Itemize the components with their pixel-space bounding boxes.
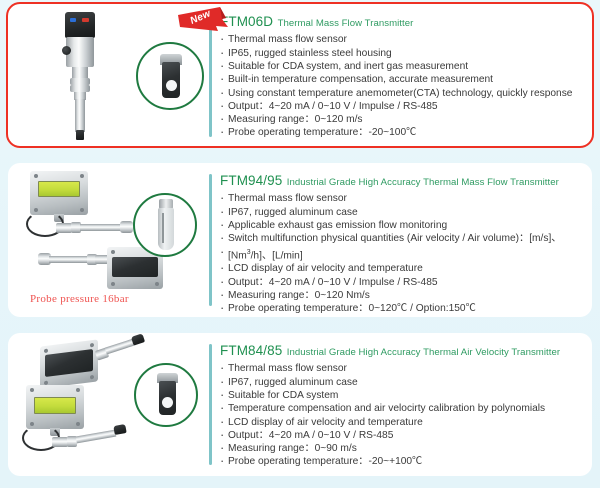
probe-shaft-upper (80, 224, 122, 231)
list-item: Using constant temperature anemometer(CT… (220, 86, 586, 100)
list-item: Probe operating temperature：-20~100℃ (220, 125, 586, 139)
list-item: IP67, rugged aluminum case (220, 205, 586, 219)
transmitter-enclosure-lower3 (26, 385, 84, 436)
product-image-ftm8485 (8, 333, 204, 476)
probe-shaft-upper3 (104, 338, 136, 355)
list-item: Probe operating temperature：0~120℃ / Opt… (220, 301, 586, 315)
product-heading: FTM84/85 Industrial Grade High Accuracy … (220, 342, 586, 360)
list-item: Probe operating temperature：-20~+100℃ (220, 454, 586, 468)
list-item: Measuring range：0~90 m/s (220, 441, 586, 455)
feature-list: Thermal mass flow sensor IP65, rugged st… (208, 32, 586, 139)
sensor-aperture-3 (162, 397, 173, 408)
probe-detail-cap (159, 199, 173, 209)
probe-collar (74, 92, 86, 100)
probe-detail-element (162, 213, 164, 243)
list-item: Temperature compensation and air velocir… (220, 401, 586, 415)
list-item: Thermal mass flow sensor (220, 32, 586, 46)
product-description: Industrial Grade High Accuracy Thermal M… (286, 177, 559, 188)
sensor-cap (160, 54, 182, 65)
probe-detail-body (158, 208, 174, 250)
product-spec-ftm8485: FTM84/85 Industrial Grade High Accuracy … (208, 342, 586, 469)
probe-nut-lower3 (67, 436, 77, 447)
product-description: Thermal Mass Flow Transmitter (277, 18, 414, 29)
product-model: FTM06D (220, 14, 274, 29)
spec-divider (209, 15, 212, 137)
sensor-detail-callout (136, 42, 204, 110)
probe-nut-upper (70, 78, 90, 85)
product-card-ftm9495[interactable]: Probe pressure 16bar FTM94/95 Industrial… (8, 163, 592, 317)
list-item: Output：4~20 mA / 0~10 V / Impulse / RS-4… (220, 99, 586, 113)
product-model: FTM84/85 (220, 343, 283, 358)
probe-tip-upper3 (130, 333, 146, 346)
product-spec-ftm9495: FTM94/95 Industrial Grade High Accuracy … (208, 172, 586, 315)
product-card-ftm06d[interactable]: FTM06D Thermal Mass Flow Transmitter The… (6, 2, 594, 148)
product-image-ftm06d (8, 4, 204, 146)
cable-gland-lower (95, 255, 109, 264)
list-item: Suitable for CDA system (220, 388, 586, 402)
list-item: IP65, rugged stainless steel housing (220, 46, 586, 60)
spec-divider (209, 174, 212, 306)
probe-sensor-upper (120, 221, 133, 233)
probe-shaft-lower3 (75, 429, 117, 444)
probe-tip (76, 130, 84, 140)
list-item-line2: [Nm3/h]、[L/min] (228, 248, 303, 261)
product-heading: FTM06D Thermal Mass Flow Transmitter (220, 13, 586, 31)
list-item: Measuring range：0~120 m/s (220, 112, 586, 126)
ribbon-shape (178, 7, 228, 31)
transmitter-connector (62, 46, 71, 55)
probe-shaft-lower (49, 256, 89, 263)
product-image-ftm9495: Probe pressure 16bar (8, 163, 204, 317)
list-item: Output：4~20 mA / 0~10 V / RS-485 (220, 428, 586, 442)
feature-list: Thermal mass flow sensor IP67, rugged al… (208, 191, 586, 315)
probe-nut-upper2 (71, 222, 81, 233)
list-item: Measuring range：0~120 Nm/s (220, 288, 586, 302)
sensor-aperture (166, 80, 177, 91)
product-model: FTM94/95 (220, 173, 283, 188)
cable-gland-upper (56, 223, 72, 233)
product-card-ftm8485[interactable]: FTM84/85 Industrial Grade High Accuracy … (8, 333, 592, 476)
list-item: Output：4~20 mA / 0~10 V / Impulse / RS-4… (220, 275, 586, 289)
probe-tip-lower3 (113, 424, 127, 435)
probe-nut-lower (70, 85, 90, 92)
new-badge: New (176, 5, 232, 37)
list-item-continuation: [Nm3/h]、[L/min] (220, 245, 586, 263)
list-item: Thermal mass flow sensor (220, 191, 586, 205)
spec-divider (209, 344, 212, 465)
product-description: Industrial Grade High Accuracy Thermal A… (286, 347, 561, 358)
probe-detail-callout (133, 193, 197, 257)
list-item: LCD display of air velocity and temperat… (220, 261, 586, 275)
probe-nut-lower2 (87, 254, 97, 265)
product-heading: FTM94/95 Industrial Grade High Accuracy … (220, 172, 586, 190)
list-item: Thermal mass flow sensor (220, 361, 586, 375)
probe-shaft (75, 99, 85, 132)
probe-neck (72, 67, 88, 79)
transmitter-display-head (65, 12, 95, 38)
list-item: IP67, rugged aluminum case (220, 375, 586, 389)
transmitter-enclosure-upper (30, 171, 88, 222)
product-spec-ftm06d: FTM06D Thermal Mass Flow Transmitter The… (208, 13, 586, 140)
probe-sensor-lower (38, 253, 51, 265)
cable-gland-lower3 (52, 437, 68, 447)
list-item-line1: Switch multifunction physical quantities… (228, 233, 562, 245)
transmitter-enclosure-upper3 (40, 339, 98, 389)
list-item: Suitable for CDA system, and inert gas m… (220, 59, 586, 73)
feature-list: Thermal mass flow sensor IP67, rugged al… (208, 361, 586, 468)
probe-pressure-caption: Probe pressure 16bar (30, 293, 129, 305)
list-item: Applicable exhaust gas emission flow mon… (220, 218, 586, 232)
list-item: Built-in temperature compensation, accur… (220, 72, 586, 86)
list-item: Switch multifunction physical quantities… (220, 231, 586, 245)
list-item: LCD display of air velocity and temperat… (220, 415, 586, 429)
sensor-detail-callout-3 (134, 363, 198, 427)
sensor-cap-3 (157, 373, 178, 383)
